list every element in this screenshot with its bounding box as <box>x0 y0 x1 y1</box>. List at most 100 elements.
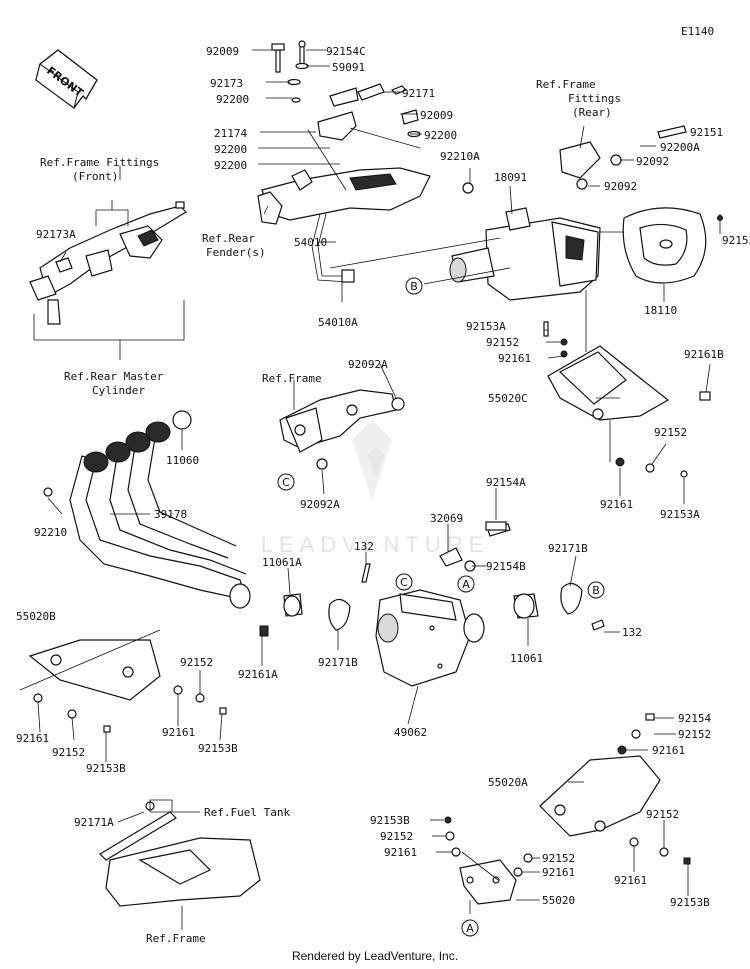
label-92152: 92152 <box>542 852 575 865</box>
label-92161: 92161 <box>652 744 685 757</box>
label-92092a: 92092A <box>300 498 340 511</box>
label-92152: 92152 <box>654 426 687 439</box>
label-55020a: 55020A <box>488 776 528 789</box>
connector-parts <box>283 521 605 631</box>
callout-b-2: B <box>587 581 605 599</box>
bracket-55020 <box>444 816 533 914</box>
label-92161a: 92161A <box>238 668 278 681</box>
label-92200: 92200 <box>214 143 247 156</box>
callout-a-2: A <box>461 919 479 937</box>
label-92200: 92200 <box>424 129 457 142</box>
ref-master-1: Ref.Rear Master <box>64 370 164 383</box>
muffler-body-49062 <box>375 589 485 687</box>
label-92161: 92161 <box>384 846 417 859</box>
ref-rear-fender-1: Ref.Rear <box>202 232 255 245</box>
heat-guard-55020c <box>543 290 711 478</box>
label-55020c: 55020C <box>488 392 528 405</box>
label-92173: 92173 <box>210 77 243 90</box>
ref-fuel-tank: Ref.Fuel Tank <box>204 806 290 819</box>
label-92152: 92152 <box>52 746 85 759</box>
label-92210a: 92210A <box>440 150 480 163</box>
hose-54010 <box>311 213 355 283</box>
label-92171b: 92171B <box>318 656 358 669</box>
label-32069: 32069 <box>430 512 463 525</box>
ref-frame-centre-label: Ref.Frame <box>262 372 322 385</box>
rear-fender-bracket <box>257 40 431 225</box>
label-92161: 92161 <box>614 874 647 887</box>
label-92200a: 92200A <box>660 141 700 154</box>
ref-frame-bottom <box>99 799 261 930</box>
label-92152: 92152 <box>646 808 679 821</box>
label-21174: 21174 <box>214 127 247 140</box>
callout-b-1: B <box>405 277 423 295</box>
callout-a-1: A <box>457 575 475 593</box>
watermark: LEADVENTURE <box>261 420 483 557</box>
label-92154c: 92154C <box>326 45 366 58</box>
label-49062: 49062 <box>394 726 427 739</box>
heat-guard-55020a <box>539 713 691 865</box>
exhaust-pipe-39178 <box>43 410 269 637</box>
label-92210: 92210 <box>34 526 67 539</box>
label-92153b: 92153B <box>370 814 410 827</box>
label-92153a: 92153A <box>660 508 700 521</box>
label-92161: 92161 <box>16 732 49 745</box>
callout-c-1: C <box>277 473 295 491</box>
label-92154b: 92154B <box>486 560 526 573</box>
label-59091: 59091 <box>332 61 365 74</box>
front-frame-fittings <box>29 201 187 325</box>
label-92161: 92161 <box>600 498 633 511</box>
label-92161: 92161 <box>498 352 531 365</box>
heat-guard-55020b <box>19 629 227 733</box>
ref-master-bracket-line <box>33 300 185 360</box>
part-labels: 92009 92154C 92173 59091 92200 92171 920… <box>16 45 750 945</box>
diagram-code: E1140 <box>681 25 714 38</box>
callout-c-2: C <box>395 573 413 591</box>
ref-front-bracket-line <box>95 200 129 226</box>
label-92171: 92171 <box>402 87 435 100</box>
svg-text:B: B <box>410 280 418 293</box>
label-92009: 92009 <box>420 109 453 122</box>
label-18091: 18091 <box>494 171 527 184</box>
label-92009: 92009 <box>206 45 239 58</box>
ref-rear-fender-2: Fender(s) <box>206 246 266 259</box>
ref-frame-centre <box>279 389 405 470</box>
svg-text:C: C <box>400 576 408 589</box>
label-55020: 55020 <box>542 894 575 907</box>
svg-text:A: A <box>466 922 474 935</box>
label-92153a: 92153A <box>466 320 506 333</box>
ref-fittings-rear-1: Ref.Frame <box>536 78 596 91</box>
label-92092: 92092 <box>604 180 637 193</box>
ref-fittings-rear-3: (Rear) <box>572 106 612 119</box>
label-92171b: 92171B <box>548 542 588 555</box>
svg-text:B: B <box>592 584 600 597</box>
front-arrow-icon: FRONT <box>35 49 98 109</box>
label-39178: 39178 <box>154 508 187 521</box>
ref-frame-bottom-label: Ref.Frame <box>146 932 206 945</box>
label-92152: 92152 <box>180 656 213 669</box>
label-92200: 92200 <box>214 159 247 172</box>
ref-fittings-rear-2: Fittings <box>568 92 621 105</box>
ref-master-2: Cylinder <box>92 384 145 397</box>
label-92152: 92152 <box>678 728 711 741</box>
label-92173a: 92173A <box>36 228 76 241</box>
label-92161b: 92161B <box>684 348 724 361</box>
label-92171a: 92171A <box>74 816 114 829</box>
label-92092a: 92092A <box>348 358 388 371</box>
label-54010a: 54010A <box>318 316 358 329</box>
label-92152: 92152 <box>486 336 519 349</box>
ref-fittings-front-1: Ref.Frame Fittings <box>40 156 159 169</box>
label-92200: 92200 <box>216 93 249 106</box>
svg-text:A: A <box>462 578 470 591</box>
label-92161: 92161 <box>542 866 575 879</box>
leader-lines <box>37 49 721 901</box>
label-92161: 92161 <box>162 726 195 739</box>
footer-credit: Rendered by LeadVenture, Inc. <box>291 949 459 963</box>
label-11061: 11061 <box>510 652 543 665</box>
label-132: 132 <box>622 626 642 639</box>
label-92152: 92152 <box>380 830 413 843</box>
svg-text:C: C <box>282 476 290 489</box>
ref-fittings-front-2: (Front) <box>72 170 118 183</box>
label-11060: 11060 <box>166 454 199 467</box>
